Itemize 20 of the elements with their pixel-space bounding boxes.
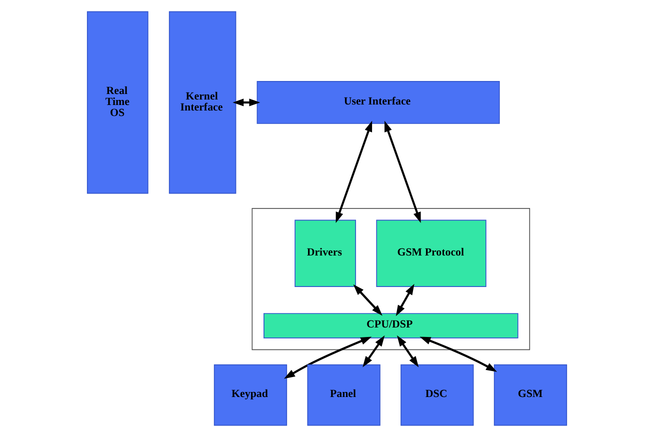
cluster xyxy=(252,208,530,350)
node-box: Kernel Interface xyxy=(168,11,236,194)
arrow xyxy=(353,284,382,316)
arrow xyxy=(362,335,385,368)
arrow xyxy=(384,120,421,224)
node-box: Real Time OS xyxy=(86,11,148,194)
node-box: Panel xyxy=(307,364,380,426)
node-box: GSM Protocol xyxy=(376,220,486,288)
node-box: DSC xyxy=(400,364,474,426)
node-box: Keypad xyxy=(214,364,288,426)
node-box: GSM xyxy=(494,364,568,426)
arrow xyxy=(232,98,260,106)
node-box: Drivers xyxy=(294,220,356,288)
arrow xyxy=(396,335,419,368)
arrow xyxy=(284,336,372,379)
arrow xyxy=(396,284,414,316)
arrow xyxy=(336,120,372,224)
node-box: CPU/DSP xyxy=(264,313,518,338)
node-box: User Interface xyxy=(256,81,500,124)
arrow xyxy=(420,336,497,372)
